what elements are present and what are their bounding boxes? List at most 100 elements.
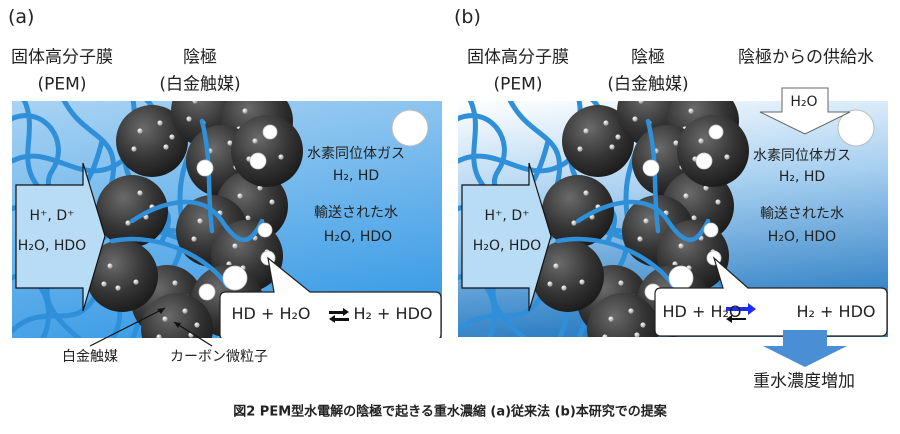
reverse-reaction-arrow: [726, 315, 746, 323]
water-title: 輸送された水: [314, 205, 398, 221]
result-label: 重水濃度増加: [753, 371, 855, 392]
panel-clip-group: [458, 101, 888, 337]
platinum-particle: [227, 140, 233, 146]
platinum-particle: [643, 218, 649, 224]
cathode-title: 陰極: [631, 47, 665, 68]
cathode-subtitle: (白金触媒): [159, 74, 241, 95]
platinum-particle: [703, 185, 709, 191]
carbon-particle: [532, 240, 604, 312]
platinum-particle: [237, 193, 243, 199]
polymer-chain: [199, 118, 215, 234]
platinum-particle: [192, 101, 198, 104]
platinum-particle: [638, 101, 644, 104]
forward-reaction-arrow: [726, 303, 756, 315]
platinum-particle: [698, 138, 704, 144]
platinum-particle: [715, 199, 721, 205]
gas-species: H₂, HD: [778, 169, 826, 185]
reaction-right: H₂ + HDO: [353, 304, 433, 323]
water-species: H₂O, HDO: [323, 229, 393, 245]
platinum-particle: [191, 236, 197, 242]
ions-water-label: H₂O, HDO: [17, 238, 87, 254]
gas-bubble: [708, 124, 724, 140]
arrow-head-icon: [174, 322, 181, 328]
platinum-particle: [678, 243, 684, 249]
gas-bubble: [262, 124, 278, 140]
carbon-particle: [677, 115, 749, 187]
cathode-subtitle: (白金触媒): [607, 74, 689, 95]
reaction-left: HD + H₂O: [231, 304, 311, 323]
platinum-particle: [131, 146, 137, 152]
platinum-particle: [137, 190, 143, 196]
platinum-particle: [101, 281, 107, 287]
gas-bubble: [257, 222, 273, 238]
platinum-particle: [577, 146, 583, 152]
platinum-particle: [162, 316, 168, 322]
water-species: H₂O, HDO: [767, 229, 837, 245]
ions-label: H⁺, D⁺: [29, 208, 75, 224]
reaction-callout: [219, 256, 442, 338]
gas-title: 水素同位体ガス: [307, 146, 405, 162]
platinum-particle: [133, 279, 139, 285]
gas-bubble: [703, 222, 719, 238]
platinum-particle: [724, 154, 730, 160]
gas-bubble: [642, 159, 660, 177]
gas-bubble: [249, 152, 267, 170]
carbon-particle: [86, 240, 158, 312]
platinum-particle: [583, 128, 589, 134]
platinum-particle: [197, 218, 203, 224]
polymer-chain: [575, 199, 711, 243]
platinum-particle: [232, 243, 238, 249]
platinum-particle: [172, 280, 178, 286]
water-title: 輸送された水: [760, 206, 844, 222]
arrow-head-icon: [157, 308, 165, 314]
platinum-particle: [163, 144, 169, 150]
proton-transport-arrow: [15, 162, 106, 312]
platinum-particle: [640, 322, 646, 328]
panel-a-graphics: [12, 101, 442, 347]
platinum-particle: [637, 236, 643, 242]
platinum-particle: [169, 134, 175, 140]
membrane-title: 固体高分子膜: [11, 47, 113, 68]
membrane-abbr: (PEM): [37, 74, 87, 95]
platinum-particle: [269, 199, 275, 205]
membrane-abbr: (PEM): [493, 74, 543, 95]
carbon-particle: [562, 105, 634, 177]
platinum-particle: [245, 215, 251, 221]
pem-polymer: [12, 101, 442, 338]
platinum-particle: [547, 281, 553, 287]
carbon-particle: [116, 105, 188, 177]
carbon-annotation: カーボン微粒子: [170, 349, 268, 365]
gas-bubble: [198, 283, 216, 301]
supply-species: H₂O: [790, 94, 818, 110]
gas-bubble: [668, 265, 694, 291]
platinum-particle: [157, 120, 163, 126]
reaction-left: HD + H₂O: [662, 302, 742, 321]
pem-polymer: [458, 101, 888, 337]
panel-clip-group: [12, 101, 442, 338]
panel-b-graphics: [458, 87, 888, 367]
proton-transport-arrow: [461, 162, 552, 312]
cathode-title: 陰極: [183, 47, 217, 68]
platinum-particle: [615, 134, 621, 140]
platinum-particle: [278, 154, 284, 160]
ions-label: H⁺, D⁺: [484, 208, 530, 224]
platinum-particle: [691, 215, 697, 221]
platinum-particle: [156, 334, 162, 338]
platinum-particle: [194, 322, 200, 328]
platinum-particle: [242, 108, 248, 114]
gas-bubble: [222, 265, 248, 291]
platinum-particle: [186, 116, 192, 122]
pointer-line: [89, 307, 166, 347]
platinum-particle: [182, 308, 188, 314]
figure-caption: 図2 PEM型水電解の陰極で起きる重水濃縮 (a)従来法 (b)本研究での提案: [233, 404, 667, 420]
platinum-particle: [602, 334, 608, 337]
polymer-chain: [129, 199, 265, 243]
platinum-particle: [634, 332, 640, 337]
gas-bubble: [196, 159, 214, 177]
pointer-line: [173, 321, 213, 347]
platinum-particle: [257, 185, 263, 191]
platinum-particle: [608, 316, 614, 322]
gas-species: H₂, HD: [332, 168, 380, 184]
